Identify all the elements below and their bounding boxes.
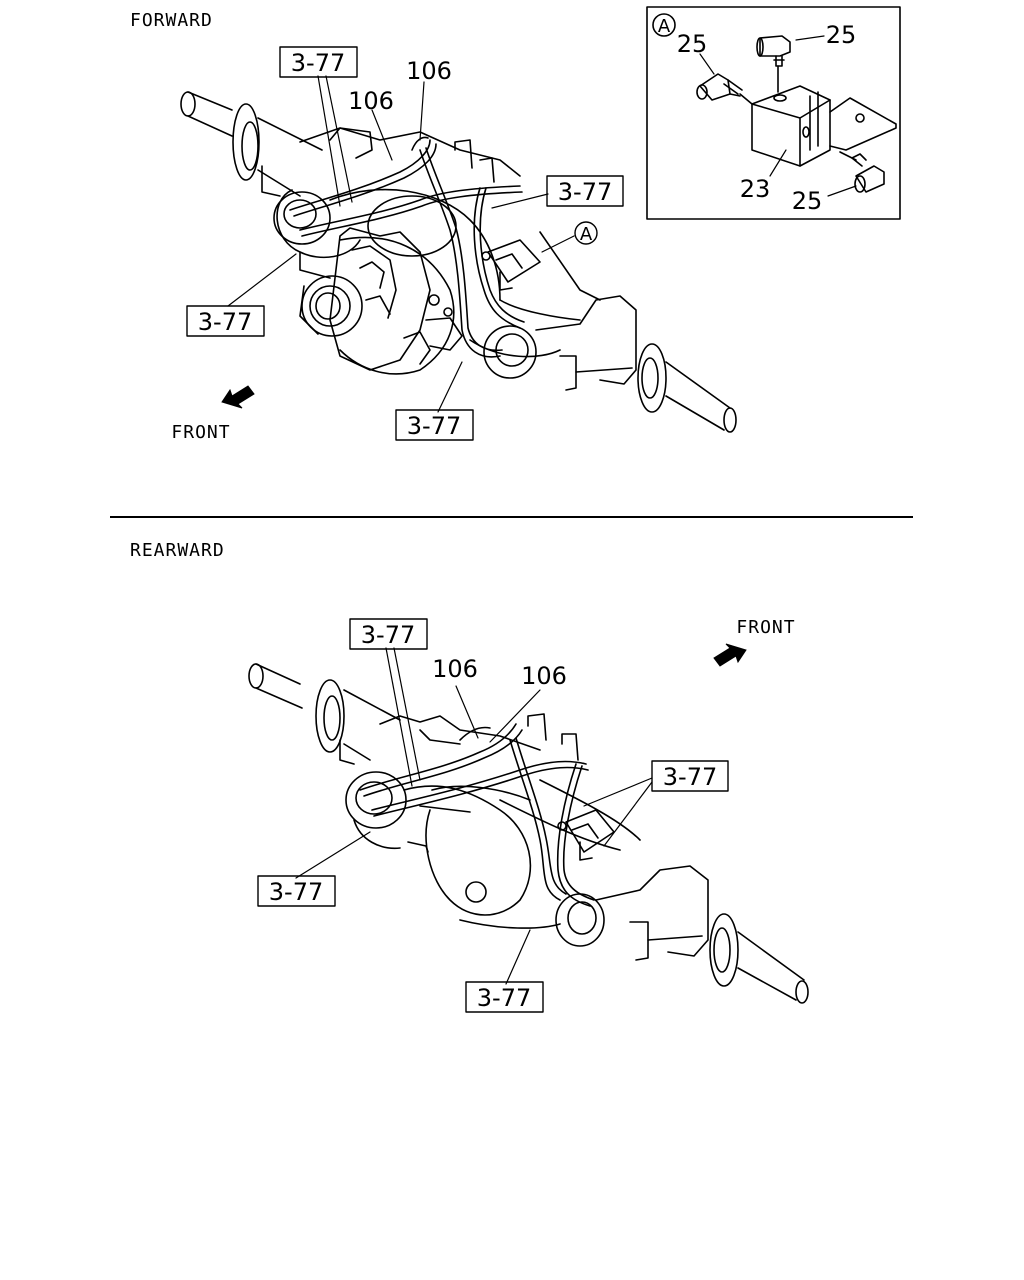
ref-label: 3-77 — [361, 621, 415, 649]
ref-label: 3-77 — [198, 308, 252, 336]
fitting-callout: 25 — [677, 30, 708, 58]
detail-a-callout-letter: A — [580, 224, 593, 245]
front-direction-label: FRONT — [736, 617, 795, 638]
rearward-axle-housing — [339, 713, 641, 929]
forward-differential — [299, 227, 463, 371]
ref-label: 3-77 — [269, 878, 323, 906]
ref-label: 3-77 — [407, 412, 461, 440]
ref-labels: 3-77 3-77 3-77 3-77 3-77 3-77 3-77 3-77 — [198, 49, 717, 1012]
forward-axle-drawing — [180, 75, 737, 433]
detail-a-inset-letter: A — [658, 16, 671, 37]
rearward-brake-pipes — [359, 723, 595, 907]
rearward-leader-lines — [295, 647, 653, 985]
ref-label: 3-77 — [291, 49, 345, 77]
pipe-callouts: 106 106 106 106 — [348, 57, 567, 690]
front-arrow-icon — [221, 385, 255, 409]
pipe-callout: 106 — [432, 655, 478, 683]
forward-leader-lines — [227, 75, 575, 413]
section-divider — [110, 516, 913, 518]
fitting-callout: 25 — [826, 21, 857, 49]
reference-boxes — [186, 46, 729, 1013]
rearward-bracket-detail — [557, 809, 615, 861]
forward-right-axle — [469, 231, 737, 433]
direction-labels: FRONT FRONT — [171, 422, 795, 638]
section-title-forward: FORWARD — [130, 10, 213, 31]
pipe-callout: 106 — [521, 662, 567, 690]
forward-brake-pipes — [289, 136, 525, 358]
forward-bracket-detail — [481, 239, 541, 291]
detail-a-inset — [646, 6, 901, 220]
bracket-callout: 23 — [740, 175, 771, 203]
front-arrow-icon — [713, 643, 747, 667]
pipe-callout: 106 — [348, 87, 394, 115]
fitting-callout: 25 — [792, 187, 823, 215]
ref-label: 3-77 — [663, 763, 717, 791]
forward-left-axle-shaft — [180, 91, 323, 197]
detail-a-callout-circle — [574, 221, 598, 245]
rearward-left-axle-shaft — [248, 663, 401, 761]
section-title-rearward: REARWARD — [130, 540, 225, 561]
pipe-callout: 106 — [406, 57, 452, 85]
ref-label: 3-77 — [477, 984, 531, 1012]
rearward-axle-drawing — [248, 647, 809, 1004]
front-direction-label: FRONT — [171, 422, 230, 443]
inset-callouts: A A 25 25 23 25 — [580, 16, 856, 245]
ref-label: 3-77 — [558, 178, 612, 206]
rearward-right-axle — [555, 865, 809, 1004]
